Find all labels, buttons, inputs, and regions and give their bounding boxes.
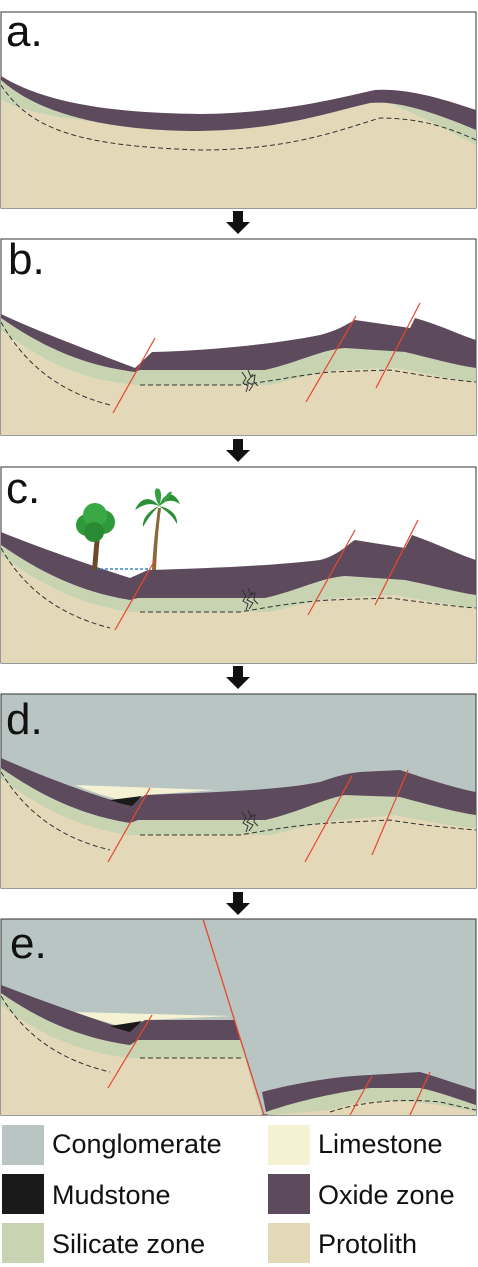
legend-swatch (2, 1223, 44, 1263)
legend: Conglomerate Limestone Mudstone Oxide zo… (2, 1125, 455, 1263)
limestone-layer (75, 1012, 232, 1028)
major-fault-line (202, 918, 265, 1116)
oxide-layer (1, 76, 476, 131)
protolith-layer (1, 1005, 262, 1115)
silicate-base-line (0, 547, 477, 629)
panel-b-label: b. (8, 235, 45, 284)
silicate-base-line (0, 321, 477, 406)
protolith-layer (1, 555, 476, 663)
palm-tree-icon (135, 488, 180, 570)
arrow-icon (226, 439, 250, 462)
arrow-icon (226, 211, 250, 234)
fault-lines (112, 302, 421, 414)
panel-a-label: a. (6, 7, 43, 56)
panel-d: d. (0, 693, 477, 889)
silicate-layer (1, 768, 476, 835)
legend-label: Protolith (318, 1229, 417, 1259)
silicate-layer (1, 318, 476, 385)
fault-lines (107, 1014, 431, 1116)
fault-lines (114, 519, 419, 631)
silicate-base-line (329, 1099, 477, 1113)
legend-label: Conglomerate (52, 1129, 222, 1159)
panel-b: b. (0, 235, 477, 436)
protolith-layer (1, 100, 476, 208)
oxide-layer (1, 758, 476, 823)
arrow-icon (226, 892, 250, 915)
mudstone-layer (110, 796, 142, 806)
breccia-icon (241, 587, 259, 611)
breccia-icon (241, 809, 259, 833)
breccia-icon (241, 369, 259, 393)
legend-item-protolith: Protolith (268, 1223, 417, 1263)
panel-e: e. (0, 918, 477, 1116)
mudstone-layer (110, 1021, 142, 1032)
legend-item-mudstone: Mudstone (2, 1174, 171, 1214)
legend-label: Silicate zone (52, 1229, 205, 1259)
fault-lines (107, 769, 409, 863)
arrow-icon (226, 666, 250, 689)
oxide-layer (1, 532, 476, 600)
oxide-layer (262, 1072, 476, 1112)
silicate-layer (266, 1088, 476, 1115)
silicate-layer (1, 993, 245, 1058)
legend-swatch (2, 1125, 44, 1165)
panel-a: a. (0, 7, 477, 209)
legend-item-oxide-zone: Oxide zone (268, 1174, 455, 1214)
silicate-base-line (0, 771, 477, 851)
legend-swatch (268, 1125, 310, 1165)
legend-item-conglomerate: Conglomerate (2, 1125, 222, 1165)
panel-d-label: d. (6, 695, 43, 744)
limestone-layer (75, 785, 215, 803)
legend-swatch (268, 1223, 310, 1263)
oxide-layer (1, 985, 240, 1045)
panel-e-label: e. (10, 919, 47, 968)
protolith-layer (1, 778, 476, 888)
legend-label: Limestone (318, 1129, 443, 1159)
protolith-layer (268, 1100, 476, 1115)
panel-c-label: c. (6, 464, 40, 513)
tree-icon (76, 503, 115, 570)
silicate-base-line (0, 84, 477, 151)
silicate-base-line (0, 995, 243, 1073)
oxide-layer (1, 314, 476, 372)
legend-label: Oxide zone (318, 1180, 455, 1210)
legend-item-silicate-zone: Silicate zone (2, 1223, 205, 1263)
legend-swatch (2, 1174, 44, 1214)
legend-label: Mudstone (52, 1180, 171, 1210)
legend-item-limestone: Limestone (268, 1125, 443, 1165)
legend-swatch (268, 1174, 310, 1214)
panel-c: c. (0, 464, 477, 664)
silicate-layer (1, 545, 476, 612)
protolith-layer (1, 330, 476, 435)
